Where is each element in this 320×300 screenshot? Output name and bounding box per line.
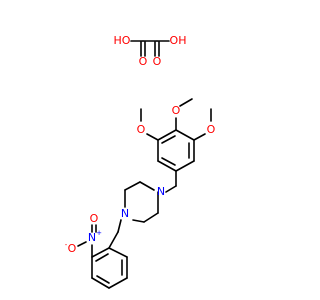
trimethoxy-benzene-ring: O O O [137,98,216,193]
nitrophenyl-bond-4-inner [96,275,110,284]
nitrophenyl-bond-1 [108,231,119,249]
nitrophenyl-bond-2-inner [95,253,109,262]
oxalic-acid: HO OH O O [114,34,187,68]
nitro-o-left-label: O [68,242,77,255]
nitrophenyl-ring: N + O O - [65,212,128,289]
bond-ring-o-right [193,133,206,141]
molecule-canvas: HO OH O O O O O [64,34,216,289]
bond-ring-o-left [146,133,159,141]
ring-bond-4 [157,160,177,172]
piperazine-n-bottom-label: N [121,207,129,220]
nitro-o-charge: - [65,241,68,249]
nitro-n-charge: + [96,229,102,237]
oxalic-ho-label: HO [114,34,131,47]
pip-bond-3 [139,181,155,191]
nitrophenyl-bond-2 [91,247,110,258]
pip-bond-2 [143,212,159,223]
bond-o-ch3-top [179,98,193,107]
ring-bond-6-inner [161,135,176,144]
bond-nitro-n-o-left [77,241,87,247]
ring-bond-1 [175,129,195,141]
nitrophenyl-bond-7 [108,247,128,258]
nitro-o-top-label: O [90,212,99,225]
molecule-structure: HO OH O O O O O [65,34,216,289]
piperazine-ring: N N [117,181,165,233]
nitrophenyl-bond-4 [91,277,110,289]
bond-n-ch2-bottom [117,219,122,233]
bond-ch2-n [165,185,177,193]
oxalic-oh-label: OH [170,34,187,47]
oxalic-o-right-label: O [153,55,162,68]
ring-bond-6 [157,129,177,141]
ring-bond-3 [175,160,195,172]
pip-bond-4 [124,181,141,191]
oxalic-o-left-label: O [139,55,148,68]
methoxy-o-left-label: O [137,123,146,136]
ring-bond-4-inner [161,157,176,166]
methoxy-o-right-label: O [207,123,216,136]
piperazine-n-top-label: N [157,185,165,198]
methoxy-o-top-label: O [172,104,181,117]
pip-bond-6 [132,219,145,223]
nitro-n-label: N [88,231,96,244]
nitrophenyl-bond-5 [108,277,128,289]
